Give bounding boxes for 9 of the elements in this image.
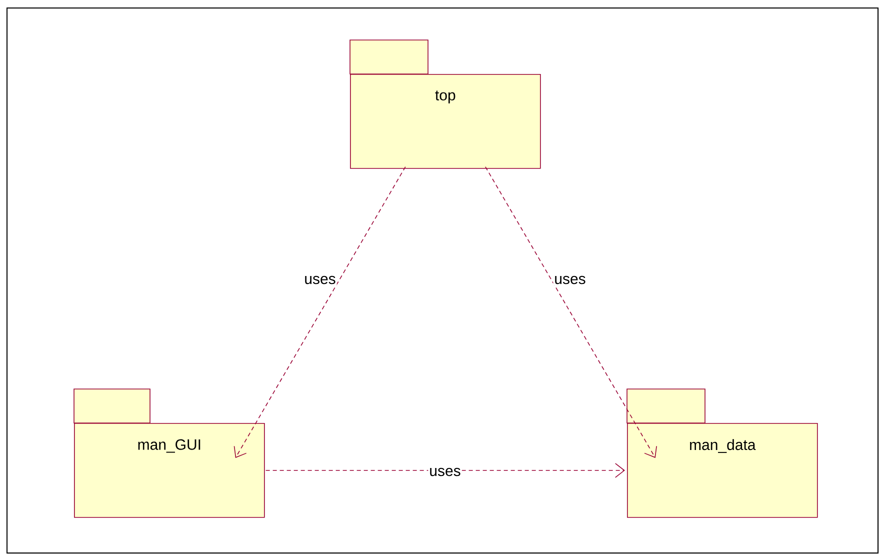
package-box: man_data [626, 388, 818, 518]
package-box: top [350, 40, 541, 169]
edge-label: uses [553, 274, 587, 286]
dependency-arrow [265, 463, 625, 478]
dependency-arrow [485, 166, 657, 458]
package-box: man_GUI [74, 388, 265, 518]
dependency-arrow [234, 166, 406, 458]
edge-label: uses [303, 274, 337, 286]
edge-label: uses [428, 466, 462, 478]
